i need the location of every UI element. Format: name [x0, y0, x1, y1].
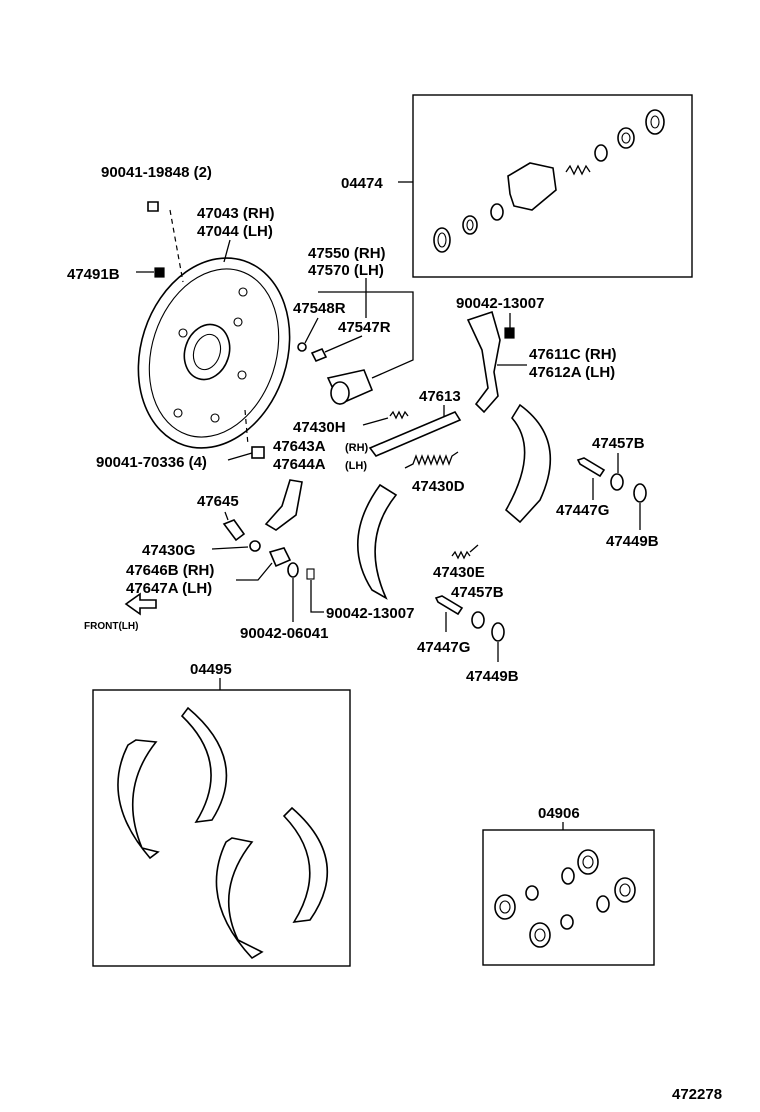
pin-90042-13007-top-drawing [504, 327, 515, 339]
label-47491B: 47491B [67, 266, 120, 283]
label-47550: 47550 (RH) [308, 245, 386, 262]
label-47449B-top: 47449B [606, 533, 659, 550]
pin-90042-13007-bot-drawing [306, 568, 315, 580]
label-47645: 47645 [197, 493, 239, 510]
label-90042-06041: 90042-06041 [240, 625, 328, 642]
cup-47449B-bot-drawing [491, 622, 505, 642]
kit-spring-drawing [565, 164, 591, 176]
bleeder-screw-47547R-drawing [310, 347, 328, 363]
pin-47447G-bot-drawing [434, 595, 464, 616]
strut-47613-drawing [368, 410, 462, 457]
label-90041-19848: 90041-19848 (2) [101, 164, 212, 181]
kit-shoe-4-drawing [282, 806, 329, 924]
label-47043: 47043 (RH) [197, 205, 275, 222]
cup-47449B-top-drawing [633, 483, 647, 503]
spring-47430H-drawing [389, 410, 409, 420]
washer-90042-06041-drawing [287, 562, 299, 578]
kit-shoe-1-drawing [117, 739, 160, 860]
label-diagram-number: 472278 [672, 1086, 722, 1103]
label-47611C: 47611C (RH) [529, 346, 617, 363]
brake-shoe-trailing-drawing [504, 403, 552, 524]
spring-47430E-drawing [451, 550, 471, 560]
label-90041-70336: 90041-70336 (4) [96, 454, 207, 471]
kit-seal-drawing [490, 203, 504, 221]
label-47647A: 47647A (LH) [126, 580, 212, 597]
parking-lever-drawing [264, 479, 303, 531]
label-47644A-side: (LH) [345, 460, 367, 472]
spring-47457B-top-drawing [610, 473, 624, 491]
bleeder-cap-47548R-drawing [297, 342, 307, 352]
label-04474: 04474 [341, 175, 383, 192]
plug-47491B-drawing [154, 267, 165, 278]
label-04906: 04906 [538, 805, 580, 822]
kit-04495-frame [92, 689, 351, 967]
spring-47457B-bot-drawing [471, 611, 485, 629]
front-arrow-icon [124, 592, 157, 616]
pin-47645-drawing [222, 519, 246, 542]
label-47430H: 47430H [293, 419, 346, 436]
label-47646B: 47646B (RH) [126, 562, 214, 579]
label-47457B-bot: 47457B [451, 584, 504, 601]
nut-90041-70336-drawing [251, 446, 265, 459]
label-90042-13007-bot: 90042-13007 [326, 605, 414, 622]
label-47547R: 47547R [338, 319, 391, 336]
brake-shoe-leading-drawing [356, 483, 398, 600]
label-47430D: 47430D [412, 478, 465, 495]
label-47430E: 47430E [433, 564, 485, 581]
spring-47430G-drawing [249, 540, 261, 552]
label-47612A: 47612A (LH) [529, 364, 615, 381]
kit-shoe-3-drawing [215, 837, 264, 960]
label-47644A: 47644A [273, 456, 326, 473]
bolt-90041-19848-drawing [147, 201, 159, 212]
adjusting-lever-drawing [466, 310, 501, 414]
label-47613: 47613 [419, 388, 461, 405]
label-47447G-top: 47447G [556, 502, 609, 519]
label-47570: 47570 (LH) [308, 262, 384, 279]
kit-shoe-2-drawing [180, 706, 228, 824]
label-90042-13007-top: 90042-13007 [456, 295, 544, 312]
label-47643A: 47643A [273, 438, 326, 455]
strut-47646B-drawing [268, 547, 292, 568]
label-47548R: 47548R [293, 300, 346, 317]
backing-plate [137, 257, 291, 449]
spring-47430D-drawing [404, 451, 459, 469]
pin-47447G-top-drawing [576, 457, 606, 478]
kit-04474-frame [412, 94, 693, 278]
label-47447G-bot: 47447G [417, 639, 470, 656]
label-04495: 04495 [190, 661, 232, 678]
label-47643A-side: (RH) [345, 442, 369, 454]
label-47044: 47044 (LH) [197, 223, 273, 240]
label-front: FRONT(LH) [84, 621, 138, 632]
kit-04474 [398, 94, 693, 278]
label-47449B-bot: 47449B [466, 668, 519, 685]
label-47457B-top: 47457B [592, 435, 645, 452]
kit-04906-frame [482, 829, 655, 966]
wheel-cylinder-body-drawing [507, 162, 557, 211]
label-47430G: 47430G [142, 542, 195, 559]
